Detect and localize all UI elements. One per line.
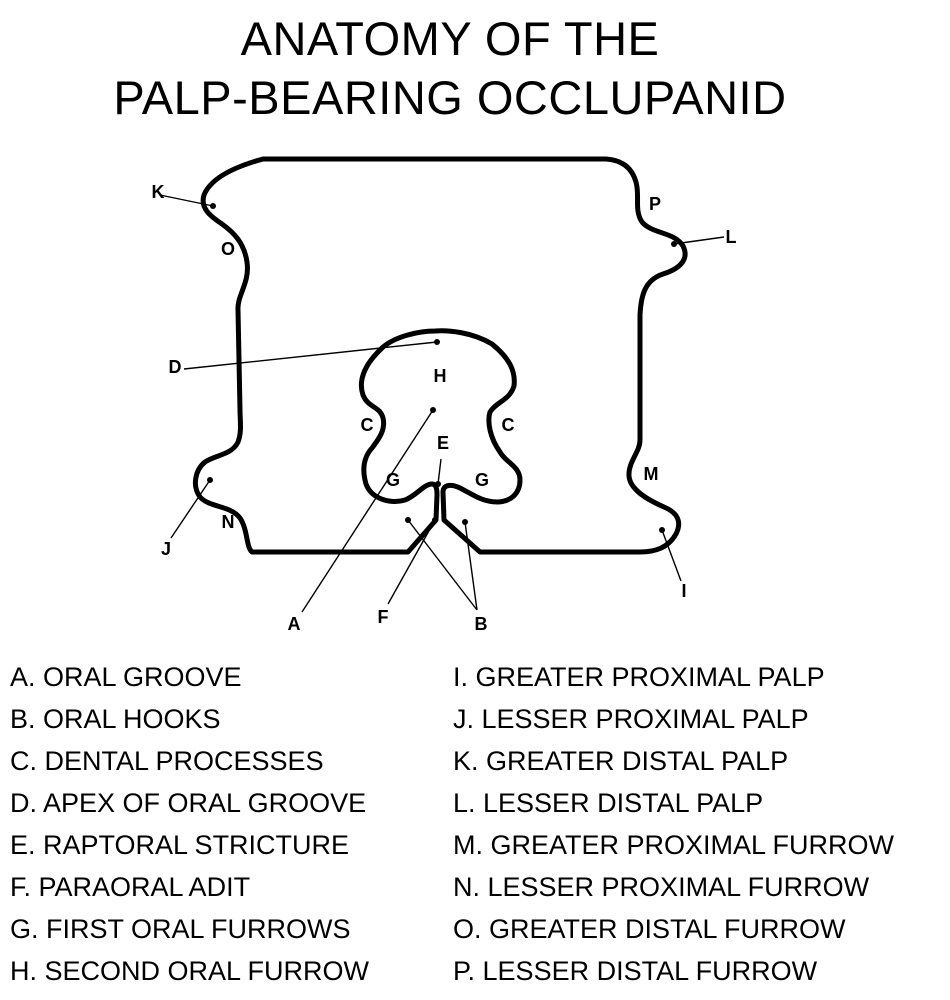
label-l: L: [726, 227, 737, 247]
legend-item: O. GREATER DISTAL FURROW: [453, 914, 846, 944]
occlupanid-diagram: K O P L D H C C E G G M N J I F A B: [152, 156, 737, 634]
title-line-2: PALP-BEARING OCCLUPANID: [113, 71, 787, 124]
leader-b-right: [464, 521, 478, 611]
anchor-dots: [207, 203, 677, 533]
dot-i: [659, 527, 665, 533]
title-line-1: ANATOMY OF THE: [240, 12, 660, 65]
label-c-left: C: [361, 415, 374, 435]
legend-item: D. APEX OF ORAL GROOVE: [10, 788, 367, 818]
label-e: E: [437, 433, 449, 453]
legend-item: K. GREATER DISTAL PALP: [453, 746, 789, 776]
label-p: P: [649, 194, 661, 214]
dot-b-right: [462, 519, 468, 525]
label-k: K: [152, 182, 165, 202]
label-f: F: [378, 607, 389, 627]
label-n: N: [222, 512, 235, 532]
legend-item: C. DENTAL PROCESSES: [10, 746, 324, 776]
legend-item: N. LESSER PROXIMAL FURROW: [453, 872, 870, 902]
legend-item: L. LESSER DISTAL PALP: [453, 788, 764, 818]
label-j: J: [161, 539, 171, 559]
dot-f: [432, 517, 438, 523]
body-outline: [192, 156, 688, 555]
label-m: M: [644, 464, 659, 484]
label-g-right: G: [475, 470, 489, 490]
leader-l: [673, 236, 725, 245]
legend-item: F. PARAORAL ADIT: [10, 872, 251, 902]
leader-k: [159, 194, 214, 207]
leader-j: [170, 479, 211, 539]
leader-lines: [159, 194, 725, 613]
label-d: D: [169, 357, 182, 377]
letter-labels: K O P L D H C C E G G M N J I F A B: [152, 182, 737, 634]
label-c-right: C: [502, 415, 515, 435]
legend-item: E. RAPTORAL STRICTURE: [10, 830, 350, 860]
legend-item: M. GREATER PROXIMAL FURROW: [453, 830, 895, 860]
legend-item: G. FIRST ORAL FURROWS: [10, 914, 351, 944]
label-b: B: [475, 614, 488, 634]
leader-f: [387, 519, 436, 605]
dot-d: [434, 339, 440, 345]
dot-k: [210, 203, 216, 209]
label-a: A: [288, 614, 301, 634]
label-i: I: [681, 581, 686, 601]
legend-item: B. ORAL HOOKS: [10, 704, 221, 734]
legend-item: H. SECOND ORAL FURROW: [10, 956, 370, 986]
leader-e: [437, 458, 442, 485]
leader-b-left: [407, 519, 478, 611]
label-o: O: [221, 239, 235, 259]
dot-e: [435, 481, 441, 487]
leader-a: [301, 409, 434, 613]
label-h: H: [434, 366, 447, 386]
legend-item: A. ORAL GROOVE: [10, 662, 242, 692]
dot-b-left: [405, 517, 411, 523]
dot-j: [207, 477, 213, 483]
legend-item: I. GREATER PROXIMAL PALP: [453, 662, 825, 692]
leader-i: [661, 529, 682, 582]
legend-item: J. LESSER PROXIMAL PALP: [453, 704, 809, 734]
legend-item: P. LESSER DISTAL FURROW: [453, 956, 818, 986]
dot-l: [671, 241, 677, 247]
label-g-left: G: [386, 470, 400, 490]
dot-a: [430, 407, 436, 413]
leader-d: [183, 341, 438, 370]
